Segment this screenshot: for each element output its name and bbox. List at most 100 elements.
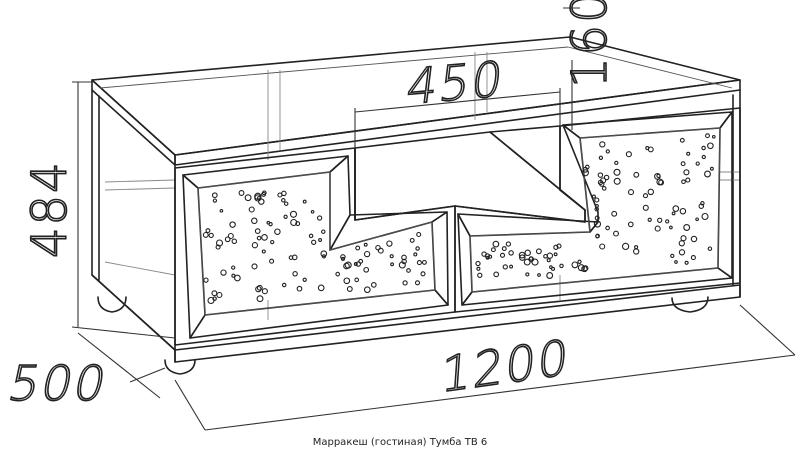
glass-bubble xyxy=(556,243,562,249)
glass-bubble xyxy=(281,282,287,288)
glass-bubble xyxy=(645,146,650,151)
glass-bubble xyxy=(614,160,619,166)
glass-bubble xyxy=(582,265,589,272)
glass-bubble xyxy=(370,282,377,288)
glass-bubble xyxy=(701,212,709,221)
glass-bubble xyxy=(680,235,687,242)
glass-bubble xyxy=(599,243,606,250)
dimension-width-1200: 1200 xyxy=(439,330,572,405)
glass-bubble xyxy=(414,280,421,286)
glass-bubble xyxy=(582,166,589,173)
glass-bubble xyxy=(492,240,500,248)
glass-bubble xyxy=(690,255,696,261)
glass-bubble xyxy=(270,239,275,245)
glass-bubble xyxy=(310,209,315,214)
glass-bubble xyxy=(605,149,610,154)
glass-bubble xyxy=(577,264,585,272)
drawing-caption: Марракеш (гостиная) Тумба ТВ 6 xyxy=(312,437,488,448)
glass-bubble xyxy=(251,217,258,225)
glass-bubble xyxy=(546,252,554,259)
glass-bubble xyxy=(519,254,526,261)
glass-bubble xyxy=(685,177,691,183)
dimension-depth-500: 500 xyxy=(3,356,112,411)
glass-bubble xyxy=(229,221,236,228)
glass-bubble xyxy=(363,242,368,247)
glass-bubble xyxy=(518,251,526,259)
glass-bubble xyxy=(402,280,408,286)
glass-bubble xyxy=(292,271,298,277)
glass-bubble xyxy=(698,203,705,209)
glass-bubble xyxy=(415,246,420,251)
glass-bubble xyxy=(525,272,530,277)
glass-bubble xyxy=(683,169,690,176)
dimension-height-484: 484 xyxy=(22,160,78,258)
glass-bubble xyxy=(642,193,649,199)
glass-bubble xyxy=(550,266,556,271)
glass-bubble xyxy=(613,177,621,185)
glass-bubble xyxy=(277,192,283,198)
glass-bubble xyxy=(488,254,493,259)
glass-bubble xyxy=(231,265,236,270)
glass-bubble xyxy=(493,271,500,278)
glass-bubble xyxy=(597,172,604,178)
glass-bubble xyxy=(266,220,271,225)
glass-bubble xyxy=(681,179,686,185)
glass-bubble xyxy=(401,258,407,265)
glass-bubble xyxy=(674,260,678,264)
glass-bubble xyxy=(647,217,652,222)
glass-bubble xyxy=(202,231,209,238)
glass-bubble xyxy=(577,259,582,264)
dimension-niche-width-450: 450 xyxy=(404,51,508,116)
glass-bubble xyxy=(363,266,370,273)
glass-bubble xyxy=(634,245,639,250)
glass-bubble xyxy=(613,230,619,237)
glass-bubble xyxy=(680,161,686,167)
glass-bubble xyxy=(700,201,705,206)
glass-bubble xyxy=(261,249,266,254)
glass-bubble xyxy=(613,168,621,176)
glass-bubble xyxy=(627,189,635,196)
glass-bubble xyxy=(205,228,211,234)
glass-bubble xyxy=(528,256,535,263)
glass-bubble xyxy=(302,199,307,204)
glass-bubble xyxy=(490,247,496,253)
glass-bubble xyxy=(363,286,371,294)
glass-bubble xyxy=(647,188,655,196)
glass-bubble xyxy=(672,205,680,212)
glass-bubble xyxy=(340,254,346,260)
glass-bubble xyxy=(261,288,268,295)
glass-bubble xyxy=(594,215,600,221)
glass-bubble xyxy=(216,291,223,299)
glass-bubble xyxy=(505,241,512,247)
glass-bubble xyxy=(711,134,716,139)
glass-bubble xyxy=(420,271,426,277)
glass-bubble xyxy=(599,141,606,148)
glass-bubble xyxy=(695,217,699,222)
glass-bubble xyxy=(390,262,395,267)
glass-bubble xyxy=(678,249,686,256)
dimension-lines xyxy=(71,7,796,431)
glass-bubble xyxy=(377,247,384,254)
glass-bubble xyxy=(289,210,298,218)
glass-bubble xyxy=(317,284,325,292)
glass-bubble xyxy=(665,219,670,224)
glass-bubble xyxy=(502,264,508,270)
glass-bubble xyxy=(701,154,706,160)
glass-bubble xyxy=(690,235,698,243)
glass-bubble xyxy=(611,210,618,217)
glass-bubble xyxy=(256,295,264,303)
glass-bubble xyxy=(600,177,607,184)
glass-bubble xyxy=(707,246,713,251)
glass-bubble xyxy=(290,218,298,227)
glass-bubble xyxy=(283,214,288,219)
glass-bubble xyxy=(669,225,673,230)
left-door xyxy=(174,147,456,346)
glass-bubble xyxy=(678,240,685,247)
glass-bubble xyxy=(340,256,346,261)
glass-bubble xyxy=(416,260,422,266)
glass-bubble xyxy=(537,273,541,277)
glass-bubble xyxy=(591,194,596,199)
glass-bubble xyxy=(633,171,640,178)
glass-bubble xyxy=(256,235,262,241)
glass-bubble xyxy=(295,221,301,227)
